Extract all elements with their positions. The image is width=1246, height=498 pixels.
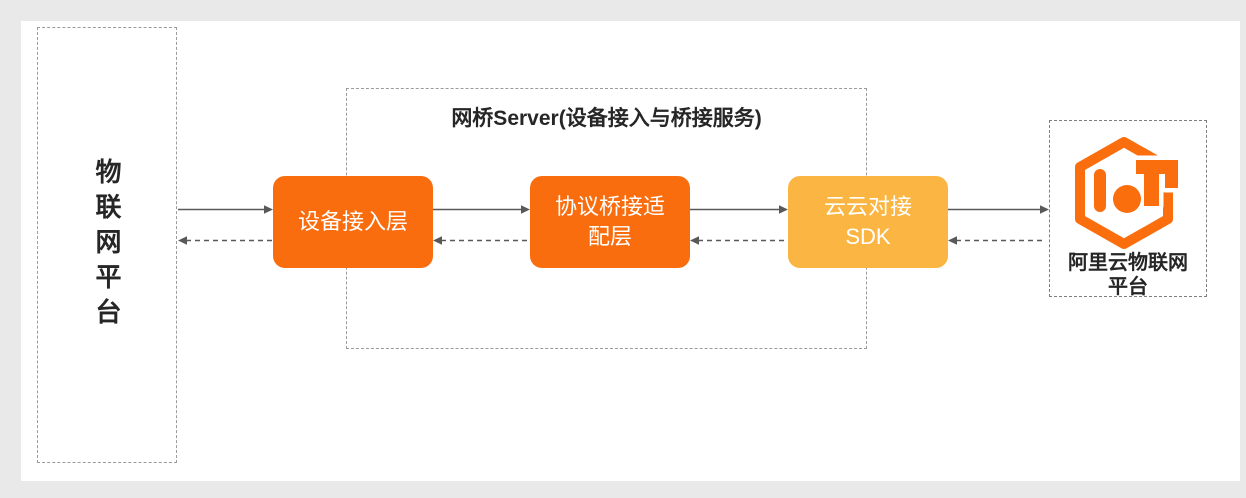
logo-letter-i <box>1094 169 1106 212</box>
iot-platform-label: 物联网平台 <box>92 157 122 333</box>
protocol-bridge-adapter-layer-label: 协议桥接适 配层 <box>554 194 665 249</box>
cloud-cloud-sdk-box: 云云对接 SDK <box>788 176 948 268</box>
logo-letter-o <box>1113 185 1141 213</box>
diagram-surface: 物联网平台 网桥Server(设备接入与桥接服务) 设备接入层 协议桥接适 配层… <box>21 21 1240 481</box>
aliyun-iot-platform-label: 阿里云物联网 平台 <box>1068 252 1188 299</box>
logo-letter-t <box>1136 160 1178 206</box>
aliyun-iot-platform-box: 阿里云物联网 平台 <box>1049 120 1207 299</box>
device-access-layer-label: 设备接入层 <box>297 209 408 235</box>
bridge-server-title: 网桥Server(设备接入与桥接服务) <box>451 107 762 130</box>
alibaba-cloud-iot-logo-icon <box>1075 137 1183 249</box>
cloud-cloud-sdk-label: 云云对接 SDK <box>823 194 912 249</box>
device-access-layer-box: 设备接入层 <box>273 176 433 268</box>
protocol-bridge-adapter-layer-box: 协议桥接适 配层 <box>530 176 690 268</box>
iot-platform-box: 物联网平台 <box>37 27 177 463</box>
